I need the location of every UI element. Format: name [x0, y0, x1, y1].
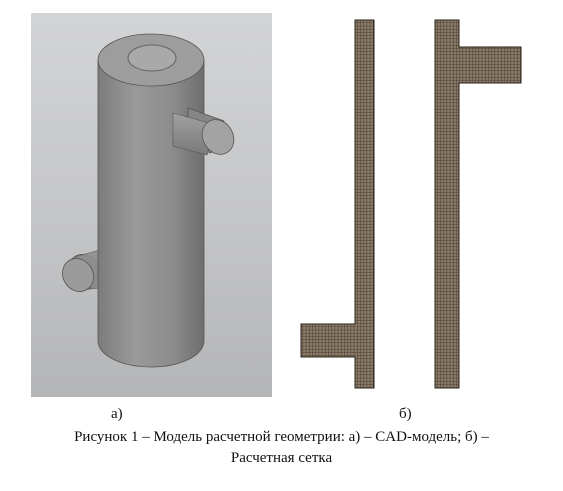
mesh-panel	[277, 13, 540, 397]
figure-caption-line-2: Расчетная сетка	[230, 450, 333, 466]
cropped-text-line	[0, 0, 563, 10]
cad-model-drawing	[62, 33, 235, 368]
mesh-domain-right	[434, 19, 522, 389]
mesh-drawing	[300, 19, 522, 389]
cad-model-panel	[31, 13, 272, 397]
subfigure-label-b: б)	[399, 406, 412, 422]
main-cylinder	[97, 33, 205, 368]
mesh-domain-left	[300, 19, 375, 389]
outlet-nozzle	[172, 107, 235, 156]
figure-caption-line-1: Рисунок 1 – Модель расчетной геометрии: …	[74, 429, 489, 445]
subfigure-label-a: а)	[111, 406, 123, 422]
